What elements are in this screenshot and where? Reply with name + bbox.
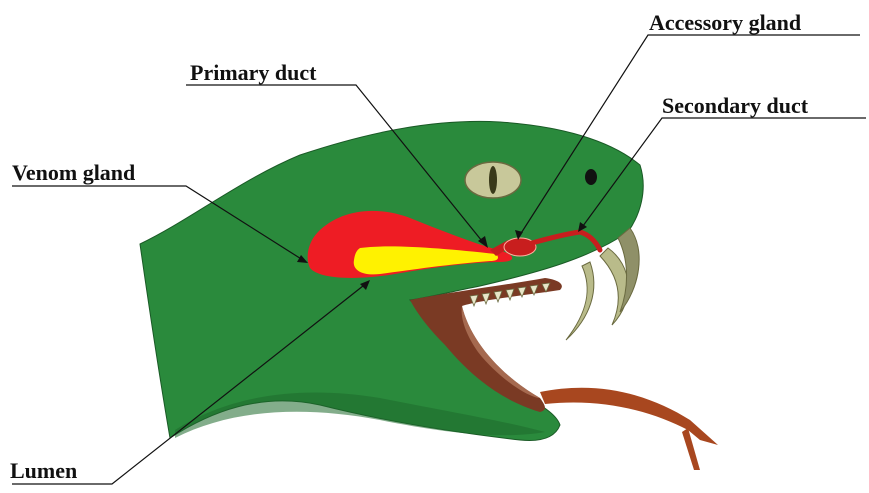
label-accessory-gland: Accessory gland: [649, 10, 801, 35]
eye: [465, 162, 521, 198]
label-primary-duct: Primary duct: [190, 60, 317, 85]
fang-back: [600, 248, 628, 325]
nostril: [585, 169, 597, 185]
label-venom-gland: Venom gland: [12, 160, 135, 185]
label-lumen: Lumen: [10, 458, 77, 483]
fang-front: [566, 262, 594, 340]
label-secondary-duct: Secondary duct: [662, 93, 809, 118]
tongue: [540, 388, 718, 470]
